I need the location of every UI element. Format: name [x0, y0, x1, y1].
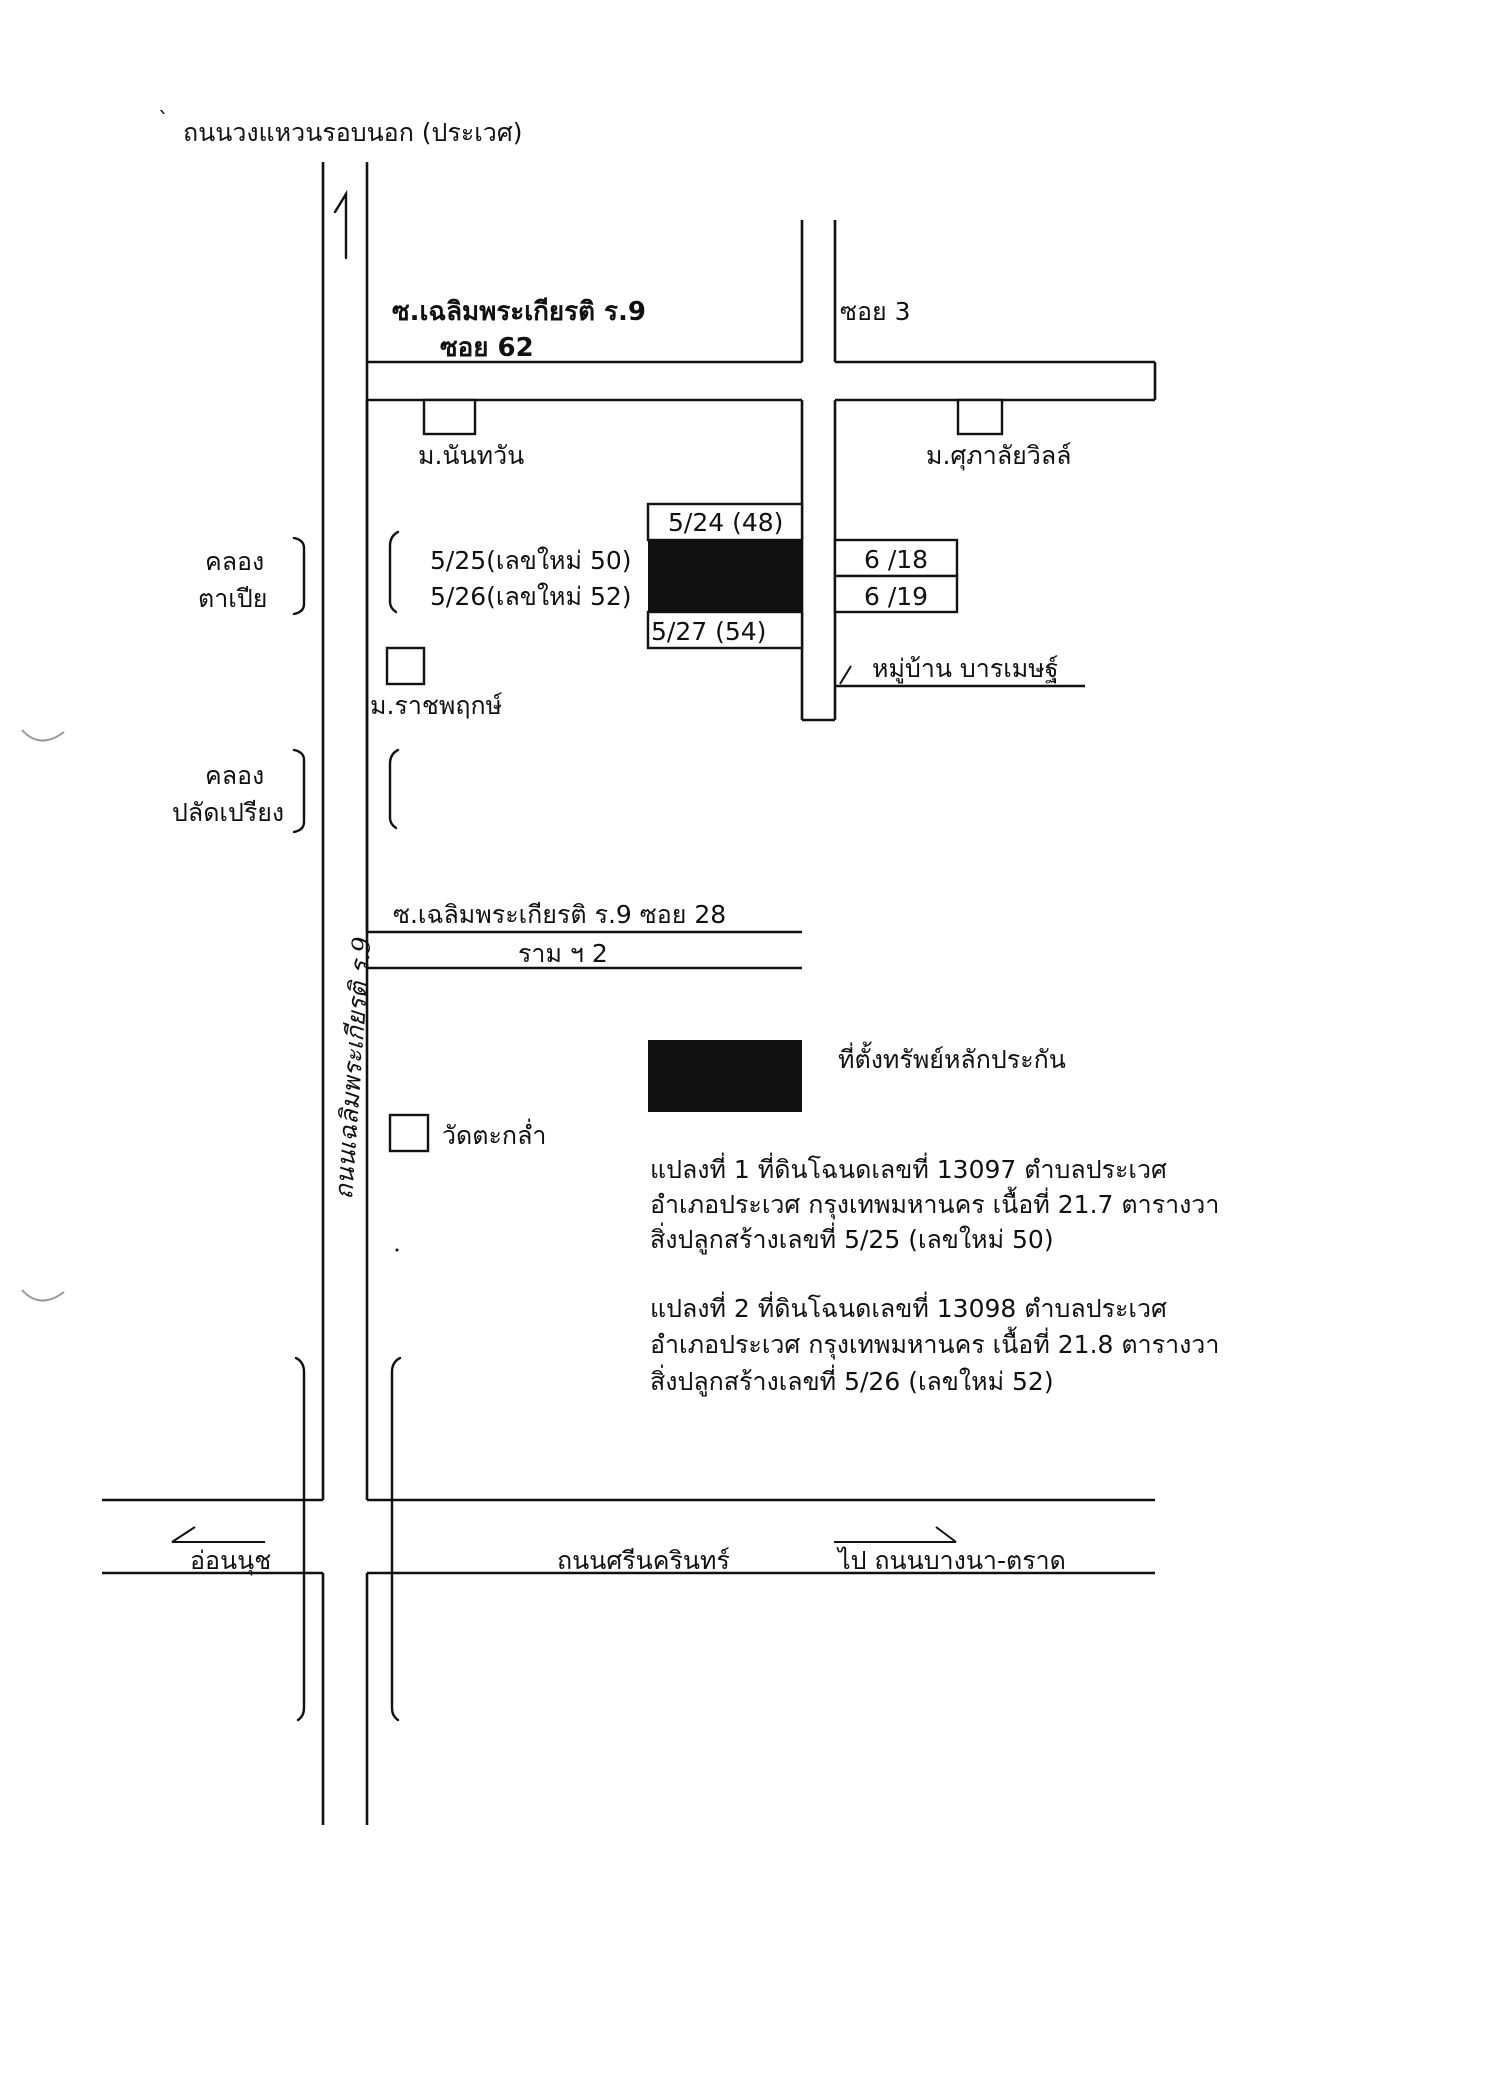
- ratchaphruek-marker: [385, 646, 426, 686]
- parcel-1-line1: แปลงที่ 1 ที่ดินโฉนดเลขที่ 13097 ตำบลประ…: [650, 1152, 1167, 1184]
- soi-28-road: [365, 400, 802, 970]
- lot-527-box: [646, 610, 804, 650]
- parcel-2-description: แปลงที่ 2 ที่ดินโฉนดเลขที่ 13098 ตำบลประ…: [650, 1291, 1219, 1397]
- wat-takla-label: วัดตะกล่ำ: [442, 1118, 546, 1150]
- parcel-1-line2: อำเภอประเวศ กรุงเทพมหานคร เนื้อที่ 21.7 …: [650, 1186, 1219, 1220]
- lot-619-box: [833, 574, 959, 614]
- lot-526-label: 5/26(เลขใหม่ 52): [430, 582, 632, 611]
- lot-524-label: 5/24 (48): [668, 508, 783, 537]
- soi-62-label-line2: ซอย 62: [440, 333, 534, 363]
- lot-524-box: [646, 502, 804, 542]
- nanthawan-marker: [422, 398, 477, 436]
- left-arrow-icon: [171, 1526, 265, 1543]
- canal-plat-priang-label-line1: คลอง: [205, 761, 264, 790]
- soi-62-label-line1: ซ.เฉลิมพระเกียรติ ร.9: [392, 297, 646, 327]
- legend-collateral-swatch: [648, 1040, 802, 1112]
- soi-28-label: ซ.เฉลิมพระเกียรติ ร.9 ซอย 28: [393, 900, 726, 929]
- soi-3-label: ซอย 3: [840, 297, 910, 326]
- srinakarin-label: ถนนศรีนครินทร์: [557, 1546, 730, 1575]
- parcel-2-line2: อำเภอประเวศ กรุงเทพมหานคร เนื้อที่ 21.8 …: [650, 1326, 1219, 1360]
- stray-dot: [395, 1248, 399, 1252]
- binder-hole-shadow-2: [21, 1289, 65, 1302]
- nanthawan-label: ม.นันทวัน: [418, 441, 524, 470]
- ratchaphruek-label: ม.ราชพฤกษ์: [370, 691, 503, 720]
- binder-hole-shadow-1: [21, 729, 65, 742]
- baramet-tick: [839, 665, 852, 685]
- parcel-1-line3: สิ่งปลูกสร้างเลขที่ 5/25 (เลขใหม่ 50): [650, 1222, 1054, 1255]
- north-arrow-icon: [333, 189, 348, 260]
- parcel-2-line1: แปลงที่ 2 ที่ดินโฉนดเลขที่ 13098 ตำบลประ…: [650, 1291, 1167, 1323]
- parcel-2-line3: สิ่งปลูกสร้างเลขที่ 5/26 (เลขใหม่ 52): [650, 1364, 1054, 1397]
- tick-mark: `: [158, 109, 169, 134]
- canal-bracket-icon: [292, 536, 306, 834]
- supalai-ville-marker: [956, 398, 1004, 436]
- canal-ta-pia-label-line2: ตาเปีย: [198, 584, 267, 613]
- supalai-ville-label: ม.ศุภาลัยวิลล์: [926, 441, 1071, 471]
- wat-takla-marker: [388, 1113, 430, 1153]
- soi-3-road: [800, 220, 837, 722]
- outer-ring-road-label: ถนนวงแหวนรอบนอก (ประเวศ): [183, 118, 522, 147]
- soi-62-road: [367, 360, 1157, 402]
- parcel-1-description: แปลงที่ 1 ที่ดินโฉนดเลขที่ 13097 ตำบลประ…: [650, 1152, 1219, 1255]
- canal-plat-priang-label-line2: ปลัดเปรียง: [172, 798, 284, 827]
- baramet-village-label: หมู่บ้าน บารเมษฐ์: [872, 654, 1059, 684]
- to-bangna-trat-label: ไป ถนนบางนา-ตราด: [836, 1546, 1066, 1575]
- right-arrow-icon: [834, 1526, 957, 1543]
- road-side-brackets: [294, 530, 402, 1722]
- lot-527-label: 5/27 (54): [651, 617, 766, 646]
- legend-collateral-label: ที่ตั้งทรัพย์หลักประกัน: [838, 1041, 1066, 1074]
- chaloem-road-handwritten-label: ถนนเฉลิมพระเกียรติ ร.9: [329, 936, 376, 1201]
- lot-525-label: 5/25(เลขใหม่ 50): [430, 546, 632, 575]
- rama-2-label: ราม ฯ 2: [518, 939, 608, 968]
- lot-619-label: 6 /19: [864, 582, 928, 611]
- canal-ta-pia-label-line1: คลอง: [205, 547, 264, 576]
- collateral-lots-block: [648, 540, 802, 612]
- lot-618-label: 6 /18: [864, 545, 928, 574]
- on-nut-label: อ่อนนุช: [190, 1546, 271, 1576]
